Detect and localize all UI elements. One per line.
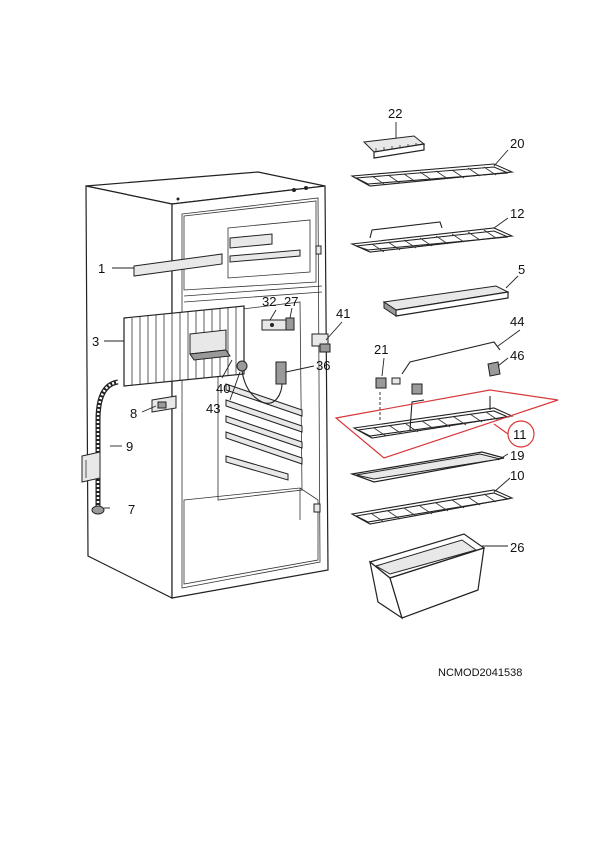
selected-part-highlight bbox=[334, 389, 559, 459]
part-36-capillary bbox=[275, 361, 287, 385]
callout-11[interactable]: 11 bbox=[513, 427, 527, 442]
callout-20[interactable]: 20 bbox=[510, 136, 524, 151]
part-12-wire-shelf bbox=[349, 221, 515, 253]
callout-44[interactable]: 44 bbox=[510, 314, 524, 329]
cabinet bbox=[85, 171, 329, 599]
part-21-clips bbox=[375, 377, 423, 420]
drawing-code: NCMOD2041538 bbox=[438, 667, 522, 679]
part-43-sensor bbox=[236, 360, 283, 404]
callout-36[interactable]: 36 bbox=[316, 358, 330, 373]
part-19-glass-shelf bbox=[349, 451, 505, 483]
part-11-shelf bbox=[352, 396, 514, 439]
callout-3[interactable]: 3 bbox=[92, 334, 99, 349]
callout-7[interactable]: 7 bbox=[128, 502, 135, 517]
callout-41[interactable]: 41 bbox=[336, 306, 350, 321]
callout-8[interactable]: 8 bbox=[130, 406, 137, 421]
part-9-drain-hose bbox=[81, 379, 119, 508]
part-26-crisper-drawer bbox=[368, 533, 486, 620]
part-1-strip bbox=[133, 253, 223, 277]
part-41-lamp bbox=[311, 333, 331, 353]
part-10-wire-shelf bbox=[350, 489, 514, 525]
callout-19[interactable]: 19 bbox=[510, 448, 524, 463]
part-7-plug bbox=[91, 505, 105, 515]
part-32-27-thermostat bbox=[261, 317, 295, 331]
callout-9[interactable]: 9 bbox=[126, 439, 133, 454]
part-3-evaporator-fins bbox=[123, 305, 245, 387]
callout-12[interactable]: 12 bbox=[510, 206, 524, 221]
callout-5[interactable]: 5 bbox=[518, 262, 525, 277]
part-5-drip-tray bbox=[382, 285, 510, 317]
callout-21[interactable]: 21 bbox=[374, 342, 388, 357]
part-20-wire-shelf bbox=[350, 163, 515, 187]
callout-46[interactable]: 46 bbox=[510, 348, 524, 363]
callout-43[interactable]: 43 bbox=[206, 401, 220, 416]
callout-26[interactable]: 26 bbox=[510, 540, 524, 555]
part-22-ice-tray bbox=[362, 135, 426, 159]
part-44-wire bbox=[401, 341, 501, 375]
callout-10[interactable]: 10 bbox=[510, 468, 524, 483]
callout-27[interactable]: 27 bbox=[284, 294, 298, 309]
highlight-frame bbox=[334, 389, 559, 459]
callout-40[interactable]: 40 bbox=[216, 381, 230, 396]
callout-labels: 22 20 12 5 44 46 21 11 19 10 26 1 3 8 9 … bbox=[92, 106, 527, 555]
part-46-bracket bbox=[487, 361, 501, 377]
callout-22[interactable]: 22 bbox=[388, 106, 402, 121]
leader-lines bbox=[104, 122, 521, 547]
callout-1[interactable]: 1 bbox=[98, 261, 105, 276]
callout-32[interactable]: 32 bbox=[262, 294, 276, 309]
part-40-cover bbox=[189, 329, 231, 361]
